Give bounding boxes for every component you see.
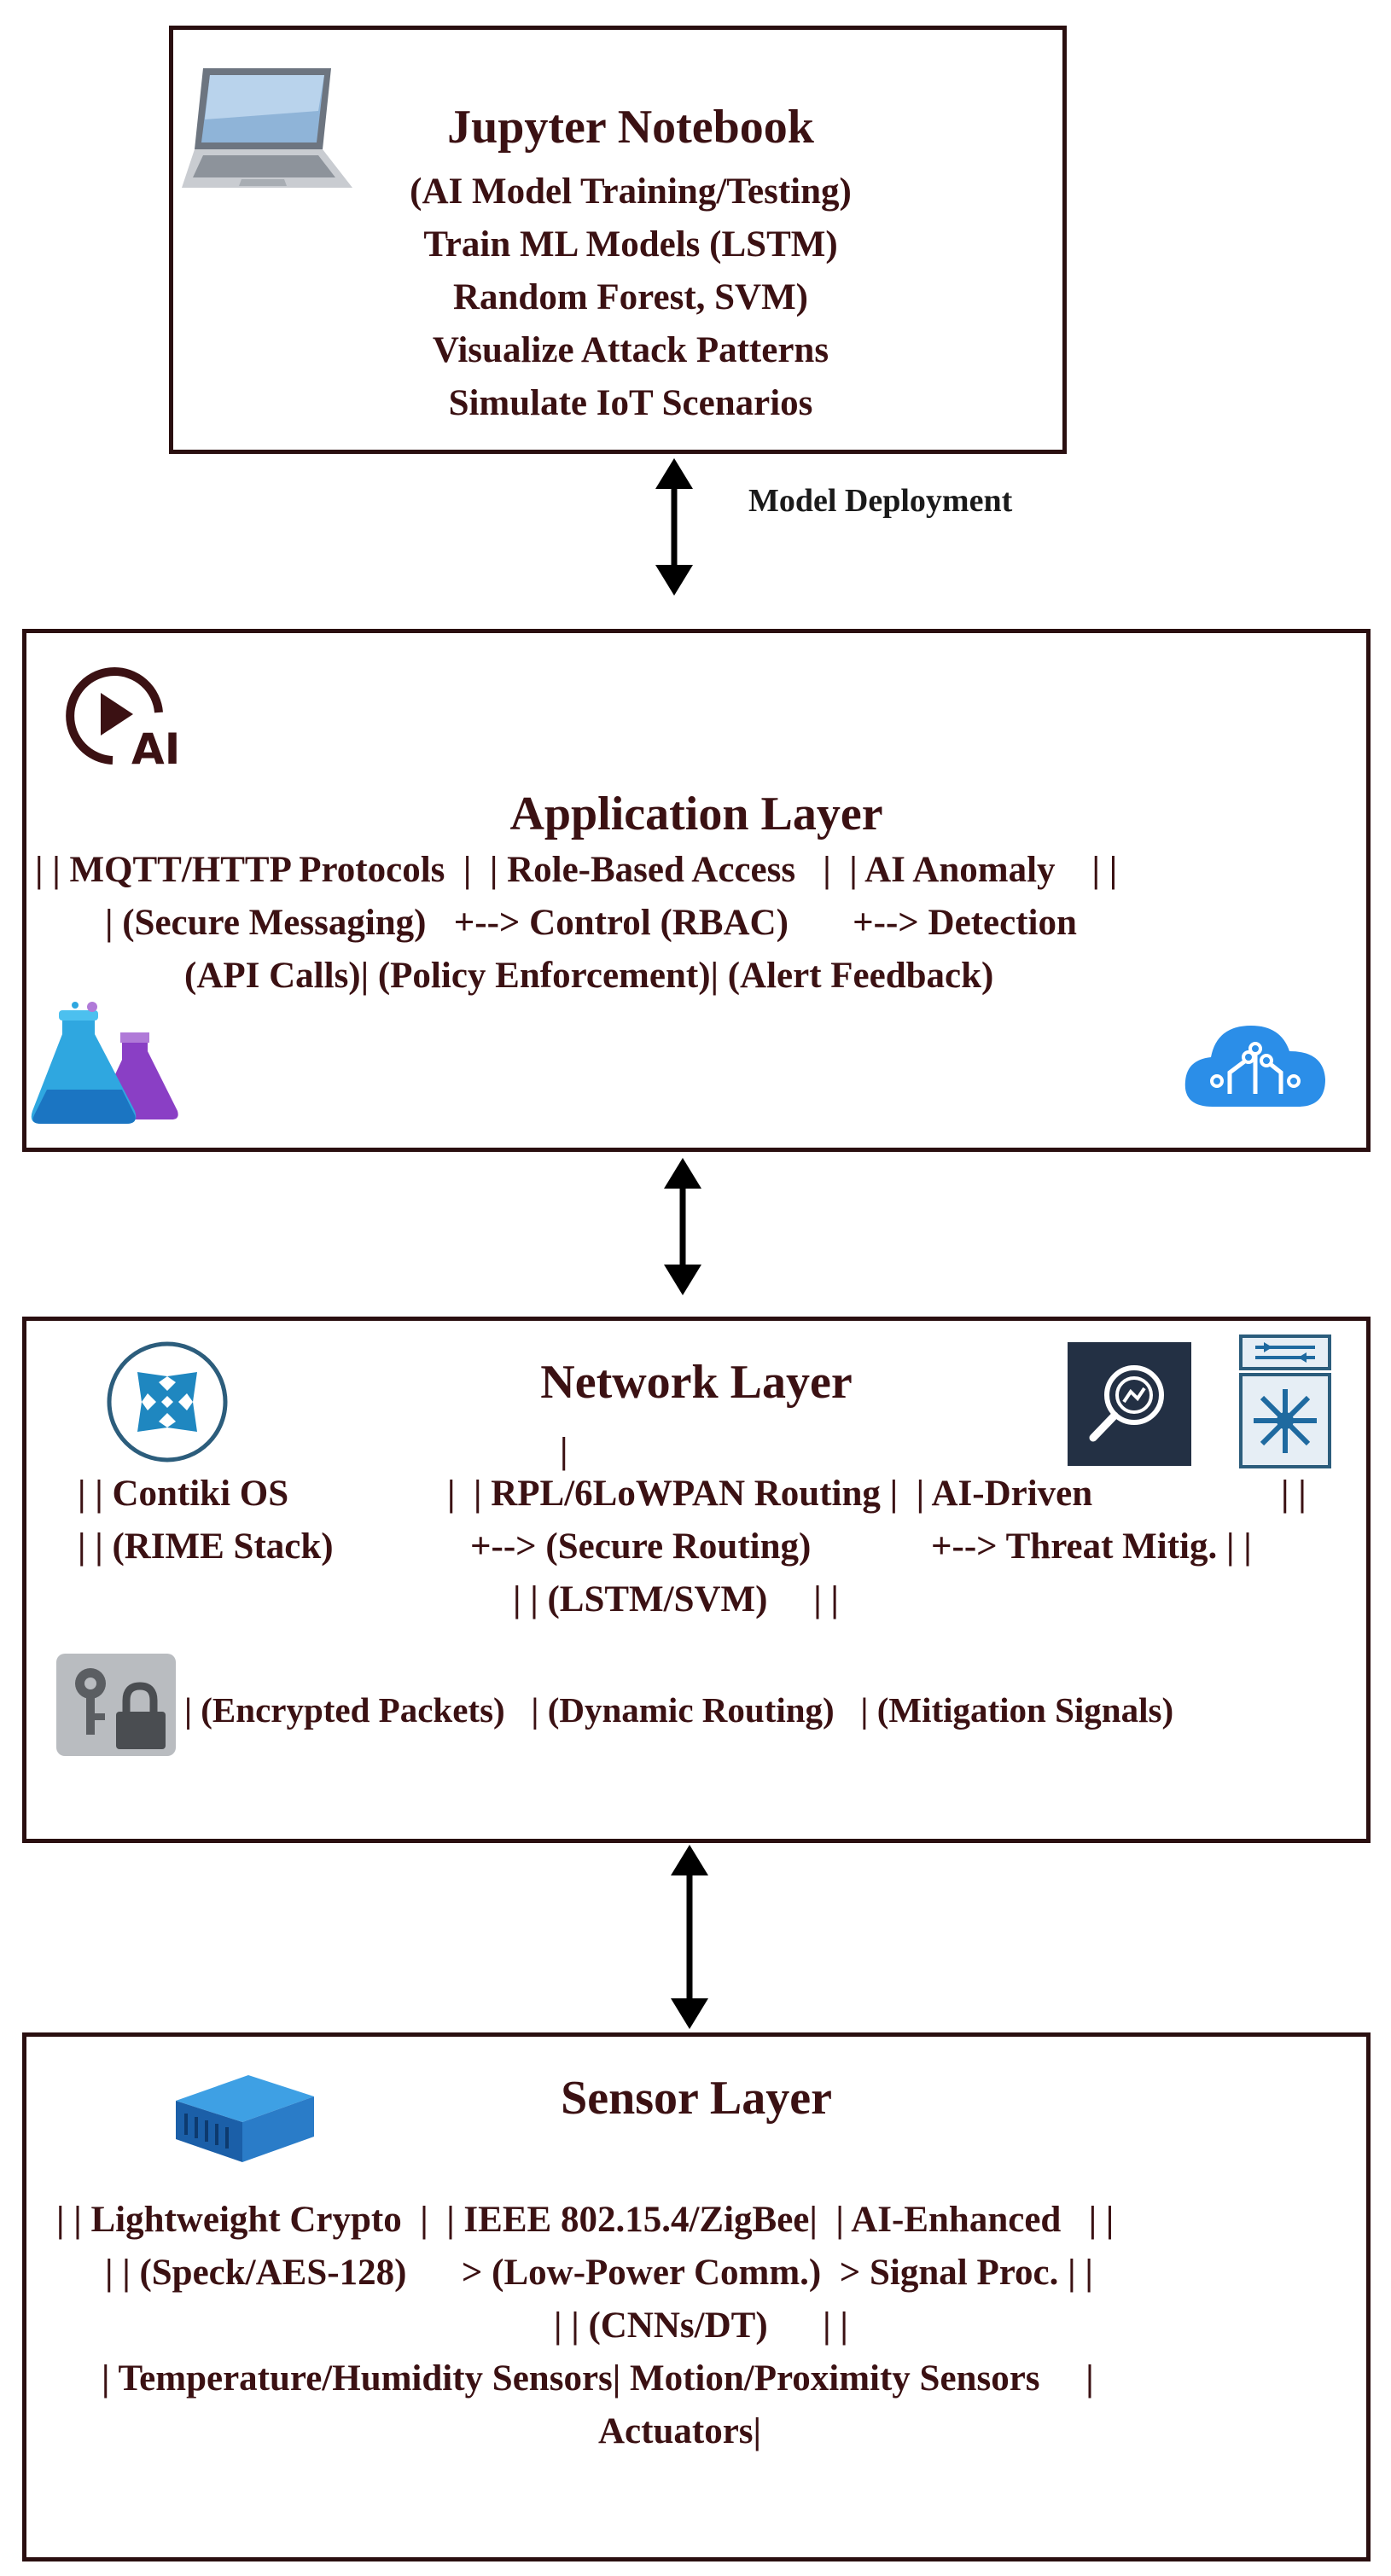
application-layer-box: AI Application Layer | | MQTT/HTTP Proto… (22, 629, 1371, 1152)
sensor-line: | Temperature/Humidity Sensors| Motion/P… (102, 2358, 1094, 2399)
model-deployment-label: Model Deployment (748, 483, 1013, 519)
sensor-line: | | (CNNs/DT) | | (554, 2306, 848, 2346)
application-line: | (Secure Messaging) +--> Control (RBAC)… (105, 903, 1077, 943)
jupyter-line: Visualize Attack Patterns (432, 330, 829, 370)
network-pipe: | (560, 1431, 568, 1471)
jupyter-line: Train ML Models (LSTM) (423, 224, 838, 265)
ai-play-icon: AI (66, 667, 180, 770)
network-row4: | (Encrypted Packets) | (Dynamic Routing… (184, 1690, 1174, 1730)
sensor-layer-box: Sensor Layer | | Lightweight Crypto | | … (22, 2032, 1371, 2561)
sensor-line: Actuators| (598, 2411, 761, 2451)
flask-icon (31, 1002, 178, 1124)
jupyter-title: Jupyter Notebook (447, 101, 814, 154)
cloud-network-icon (1184, 1026, 1325, 1107)
bidirectional-arrow (664, 1158, 701, 1295)
jupyter-line: (AI Model Training/Testing) (410, 172, 852, 212)
application-line: | | MQTT/HTTP Protocols | | Role-Based A… (35, 850, 1118, 890)
application-title: Application Layer (509, 788, 883, 840)
network-title: Network Layer (540, 1356, 853, 1409)
sensor-line: | | (Speck/AES-128) > (Low-Power Comm.) … (105, 2253, 1093, 2293)
network-switch-icon (1239, 1335, 1331, 1468)
network-row2-b: +--> (Secure Routing) (470, 1526, 812, 1567)
bidirectional-arrow (655, 458, 693, 596)
network-row1-b: | | RPL/6LoWPAN Routing | | AI-Driven (447, 1474, 1093, 1514)
network-row2-c: +--> Threat Mitig. | | (931, 1526, 1252, 1567)
svg-text:AI: AI (131, 724, 180, 770)
key-lock-icon (56, 1654, 176, 1756)
laptop-icon (182, 68, 352, 188)
jupyter-line: Random Forest, SVM) (452, 277, 809, 317)
analytics-search-icon (1068, 1342, 1191, 1466)
jupyter-notebook-box: Jupyter Notebook (AI Model Training/Test… (169, 26, 1067, 454)
network-row1-a: | | Contiki OS (78, 1474, 289, 1514)
bidirectional-arrow (671, 1845, 708, 2029)
network-layer-box: Network Layer | | | Contiki OS | | RPL/6… (22, 1317, 1371, 1843)
server-device-icon (176, 2075, 314, 2162)
sensor-title: Sensor Layer (561, 2072, 832, 2125)
router-icon (107, 1341, 228, 1462)
sensor-line: | | Lightweight Crypto | | IEEE 802.15.4… (56, 2200, 1115, 2240)
network-row2-a: | | (RIME Stack) (78, 1526, 334, 1567)
jupyter-line: Simulate IoT Scenarios (448, 383, 813, 423)
network-row3: | | (LSTM/SVM) | | (513, 1579, 839, 1619)
network-row1-c: | | (1281, 1474, 1307, 1514)
application-line: (API Calls)| (Policy Enforcement)| (Aler… (184, 956, 994, 996)
